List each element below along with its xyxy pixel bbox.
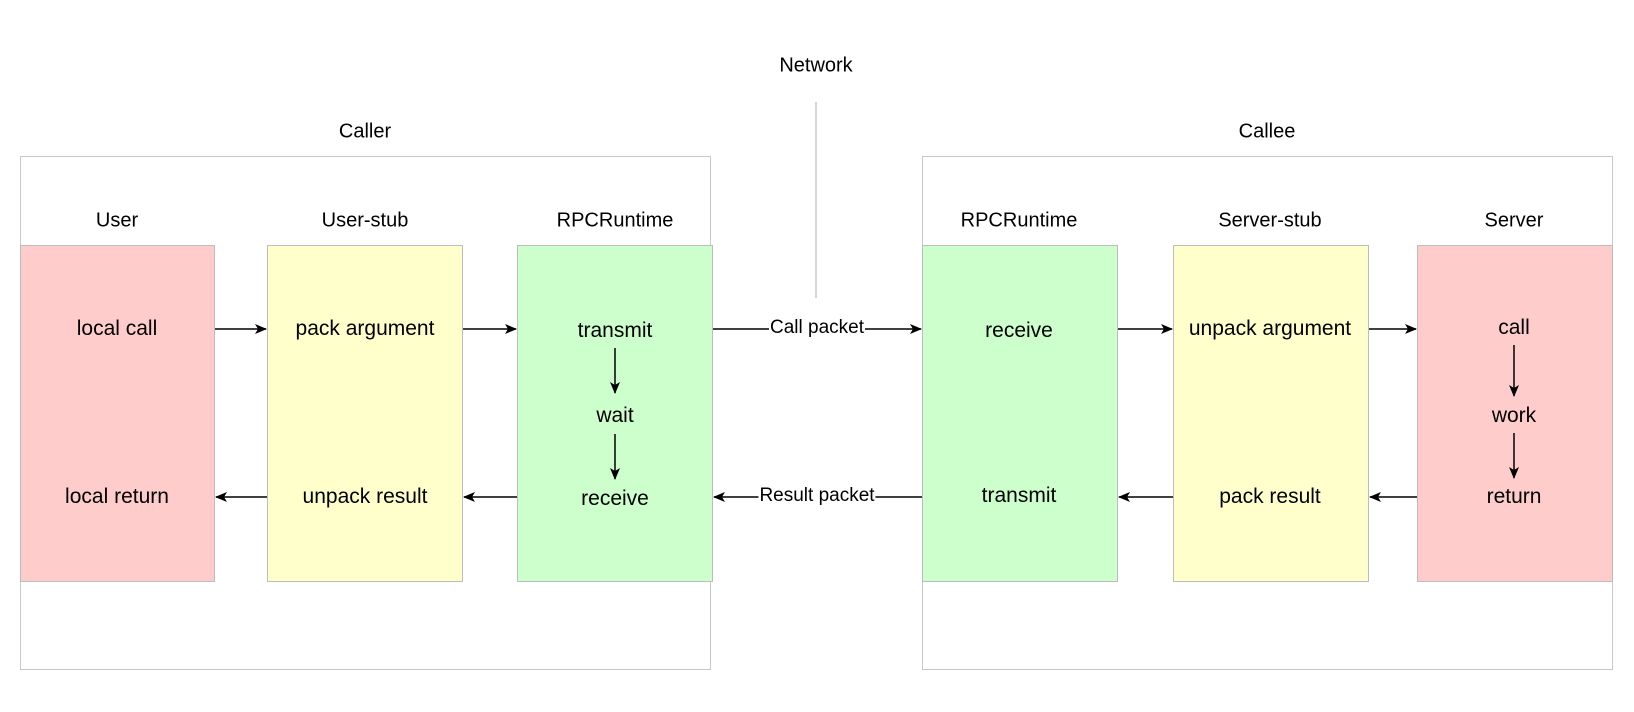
server-stub-lane xyxy=(1173,245,1369,582)
caller-runtime-title: RPCRuntime xyxy=(556,209,674,232)
caller-transmit-step: transmit xyxy=(577,319,653,342)
pack-result-step: pack result xyxy=(1219,485,1321,508)
network-label: Network xyxy=(779,54,853,77)
server-lane xyxy=(1417,245,1613,582)
user-stub-lane xyxy=(267,245,463,582)
callee-receive-step: receive xyxy=(985,319,1053,342)
callee-transmit-step: transmit xyxy=(981,484,1057,507)
user-stub-title: User-stub xyxy=(321,209,409,232)
local-return-step: local return xyxy=(65,485,169,508)
server-stub-title: Server-stub xyxy=(1218,209,1322,232)
work-step: work xyxy=(1491,404,1537,427)
return-step: return xyxy=(1486,485,1542,508)
user-title: User xyxy=(95,209,139,232)
pack-argument-step: pack argument xyxy=(295,317,435,340)
caller-title: Caller xyxy=(338,120,392,143)
unpack-result-step: unpack result xyxy=(302,485,428,508)
result-packet-label: Result packet xyxy=(758,485,876,507)
call-step: call xyxy=(1498,316,1530,339)
server-title: Server xyxy=(1484,209,1544,232)
caller-runtime-lane xyxy=(517,245,713,582)
caller-receive-step: receive xyxy=(581,487,649,510)
callee-runtime-title: RPCRuntime xyxy=(960,209,1078,232)
wait-step: wait xyxy=(596,404,634,427)
callee-runtime-lane xyxy=(922,245,1118,582)
user-lane xyxy=(20,245,215,582)
callee-title: Callee xyxy=(1238,120,1296,143)
call-packet-label: Call packet xyxy=(769,317,865,339)
unpack-argument-step: unpack argument xyxy=(1188,317,1352,340)
local-call-step: local call xyxy=(76,317,158,340)
